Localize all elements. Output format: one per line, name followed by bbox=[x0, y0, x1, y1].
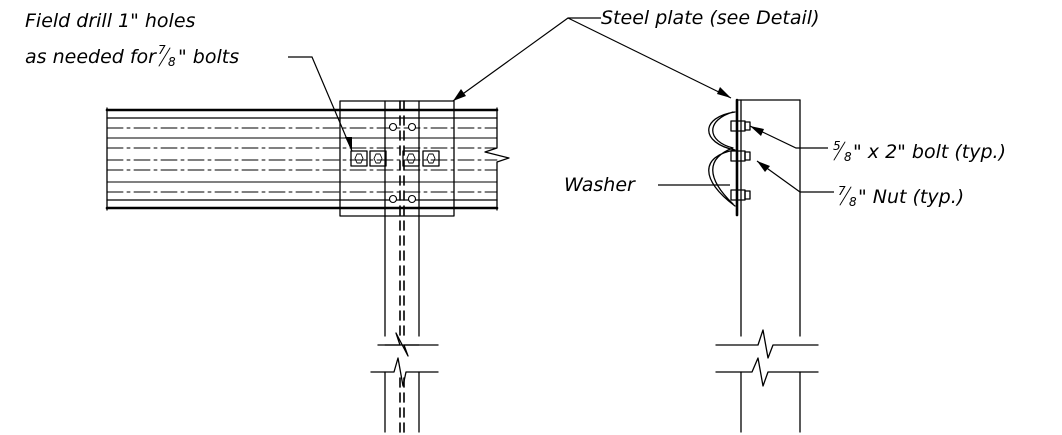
post-elevation bbox=[370, 100, 439, 433]
nut-note: 7 8 " Nut (typ.) bbox=[838, 184, 964, 209]
steel-plate-outline bbox=[339, 100, 455, 217]
bolt-frac-den: 8 bbox=[844, 150, 852, 164]
field-drill-frac-num: 7 bbox=[158, 43, 166, 57]
bolt-note: 5 8 " x 2" bolt (typ.) bbox=[833, 139, 1006, 164]
nut-suffix: " Nut (typ.) bbox=[858, 186, 964, 208]
leaders bbox=[288, 17, 834, 193]
bolt-suffix: " x 2" bolt (typ.) bbox=[853, 141, 1006, 163]
nut-frac-num: 7 bbox=[838, 184, 846, 198]
bolt-frac-num: 5 bbox=[833, 139, 841, 153]
section-view bbox=[708, 98, 819, 433]
field-drill-frac-den: 8 bbox=[168, 55, 176, 69]
post-section bbox=[715, 98, 819, 433]
section-bolts bbox=[730, 120, 751, 201]
field-drill-line1: Field drill 1" holes bbox=[25, 10, 196, 32]
steel-plate-label: Steel plate (see Detail) bbox=[601, 7, 819, 29]
elevation-view bbox=[105, 100, 510, 433]
field-drill-line2-prefix: as needed for bbox=[25, 46, 157, 68]
field-drill-note: Field drill 1" holes as needed for 7 8 "… bbox=[25, 10, 239, 69]
hex-bolt-group bbox=[350, 150, 440, 167]
w-beam-rail bbox=[105, 107, 510, 211]
nut-frac-den: 8 bbox=[849, 195, 857, 209]
washer-label: Washer bbox=[564, 174, 636, 196]
field-drill-line2-suffix: " bolts bbox=[178, 46, 239, 68]
